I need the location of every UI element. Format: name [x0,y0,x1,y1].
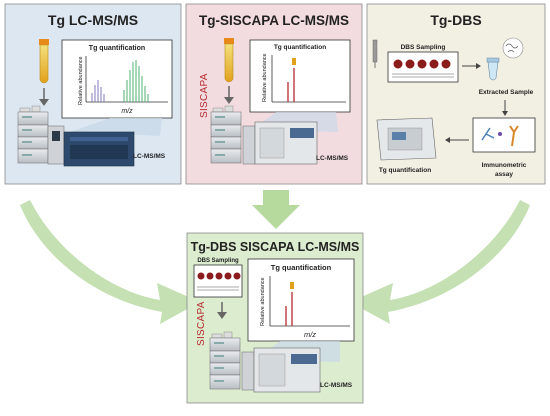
siscapa-label: SISCAPA [196,301,207,346]
panel-title: Tg-DBS SISCAPA LC-MS/MS [191,240,360,254]
quantification-label: Tg quantification [379,167,431,174]
merge-arrow-right [350,200,530,324]
assay-label-2: assay [495,171,513,178]
blood-tube-icon [224,38,234,83]
extracted-sample-label: Extracted Sample [479,89,534,96]
chart-title: Tg quantification [271,263,332,272]
plate-reader-icon [376,117,437,161]
chart-title: Tg quantification [274,44,326,51]
peak-gold [292,58,296,65]
lc-ms-instrument-icon [17,105,135,167]
down-arrow-icon [217,302,227,319]
peaks-purple [91,80,105,102]
spectrum-chart: Tg quantification Relative abundance m/z [61,39,173,119]
y-axis-label: Relative abundance [78,56,84,105]
panel-tg-lcmsms: Tg LC-MS/MS Tg quantification Relative a… [4,3,182,185]
peaks-green [123,60,149,102]
peak-gold [290,282,294,289]
arrow-down-icon [502,100,508,116]
assay-label-1: Immunometric [482,162,527,169]
dbs-card: DBS Sampling [193,258,243,298]
lc-ms-instrument-icon [210,105,318,165]
x-axis-label: m/z [121,108,133,115]
arrow-left-icon [445,137,469,143]
panel-title: Tg LC-MS/MS [48,12,138,28]
blood-tube-icon [39,39,49,84]
panel-title: Tg-SISCAPA LC-MS/MS [199,13,349,28]
y-axis-label: Relative abundance [260,277,266,326]
chart-title: Tg quantification [89,45,145,52]
merge-arrow-center [252,190,300,229]
immunoassay-icon [472,117,536,153]
instrument-label: LC-MS/MS [133,153,166,160]
panel-tg-dbs: Tg-DBS DBS Sampling Extracted [366,3,546,185]
panel-tg-dbs-siscapa: Tg-DBS SISCAPA LC-MS/MS DBS Sampling SIS… [186,232,364,404]
dbs-card: DBS Sampling [387,44,459,83]
spectrum-chart: Tg quantification Relative abundance m/z [247,258,355,342]
spectrum-chart: Tg quantification Relative abundance [249,39,351,113]
arrow-right-icon [462,63,481,69]
panel-tg-siscapa: Tg-SISCAPA LC-MS/MS SISCAPA Tg quantific… [185,3,363,185]
x-axis-label: m/z [304,330,316,339]
down-arrow-icon [224,86,234,104]
instrument-label: LC-MS/MS [316,155,349,162]
instrument-label: LC-MS/MS [320,382,353,389]
merge-arrow-left [20,200,200,324]
lancet-icon [372,39,378,68]
lc-ms-instrument-icon [209,331,321,393]
siscapa-label: SISCAPA [199,73,210,118]
panel-title: Tg-DBS [430,12,481,28]
dbs-label: DBS Sampling [197,258,239,264]
y-axis-label: Relative abundance [262,53,268,102]
dbs-label: DBS Sampling [401,44,446,51]
down-arrow-icon [39,88,49,106]
sample-icon [486,37,524,81]
